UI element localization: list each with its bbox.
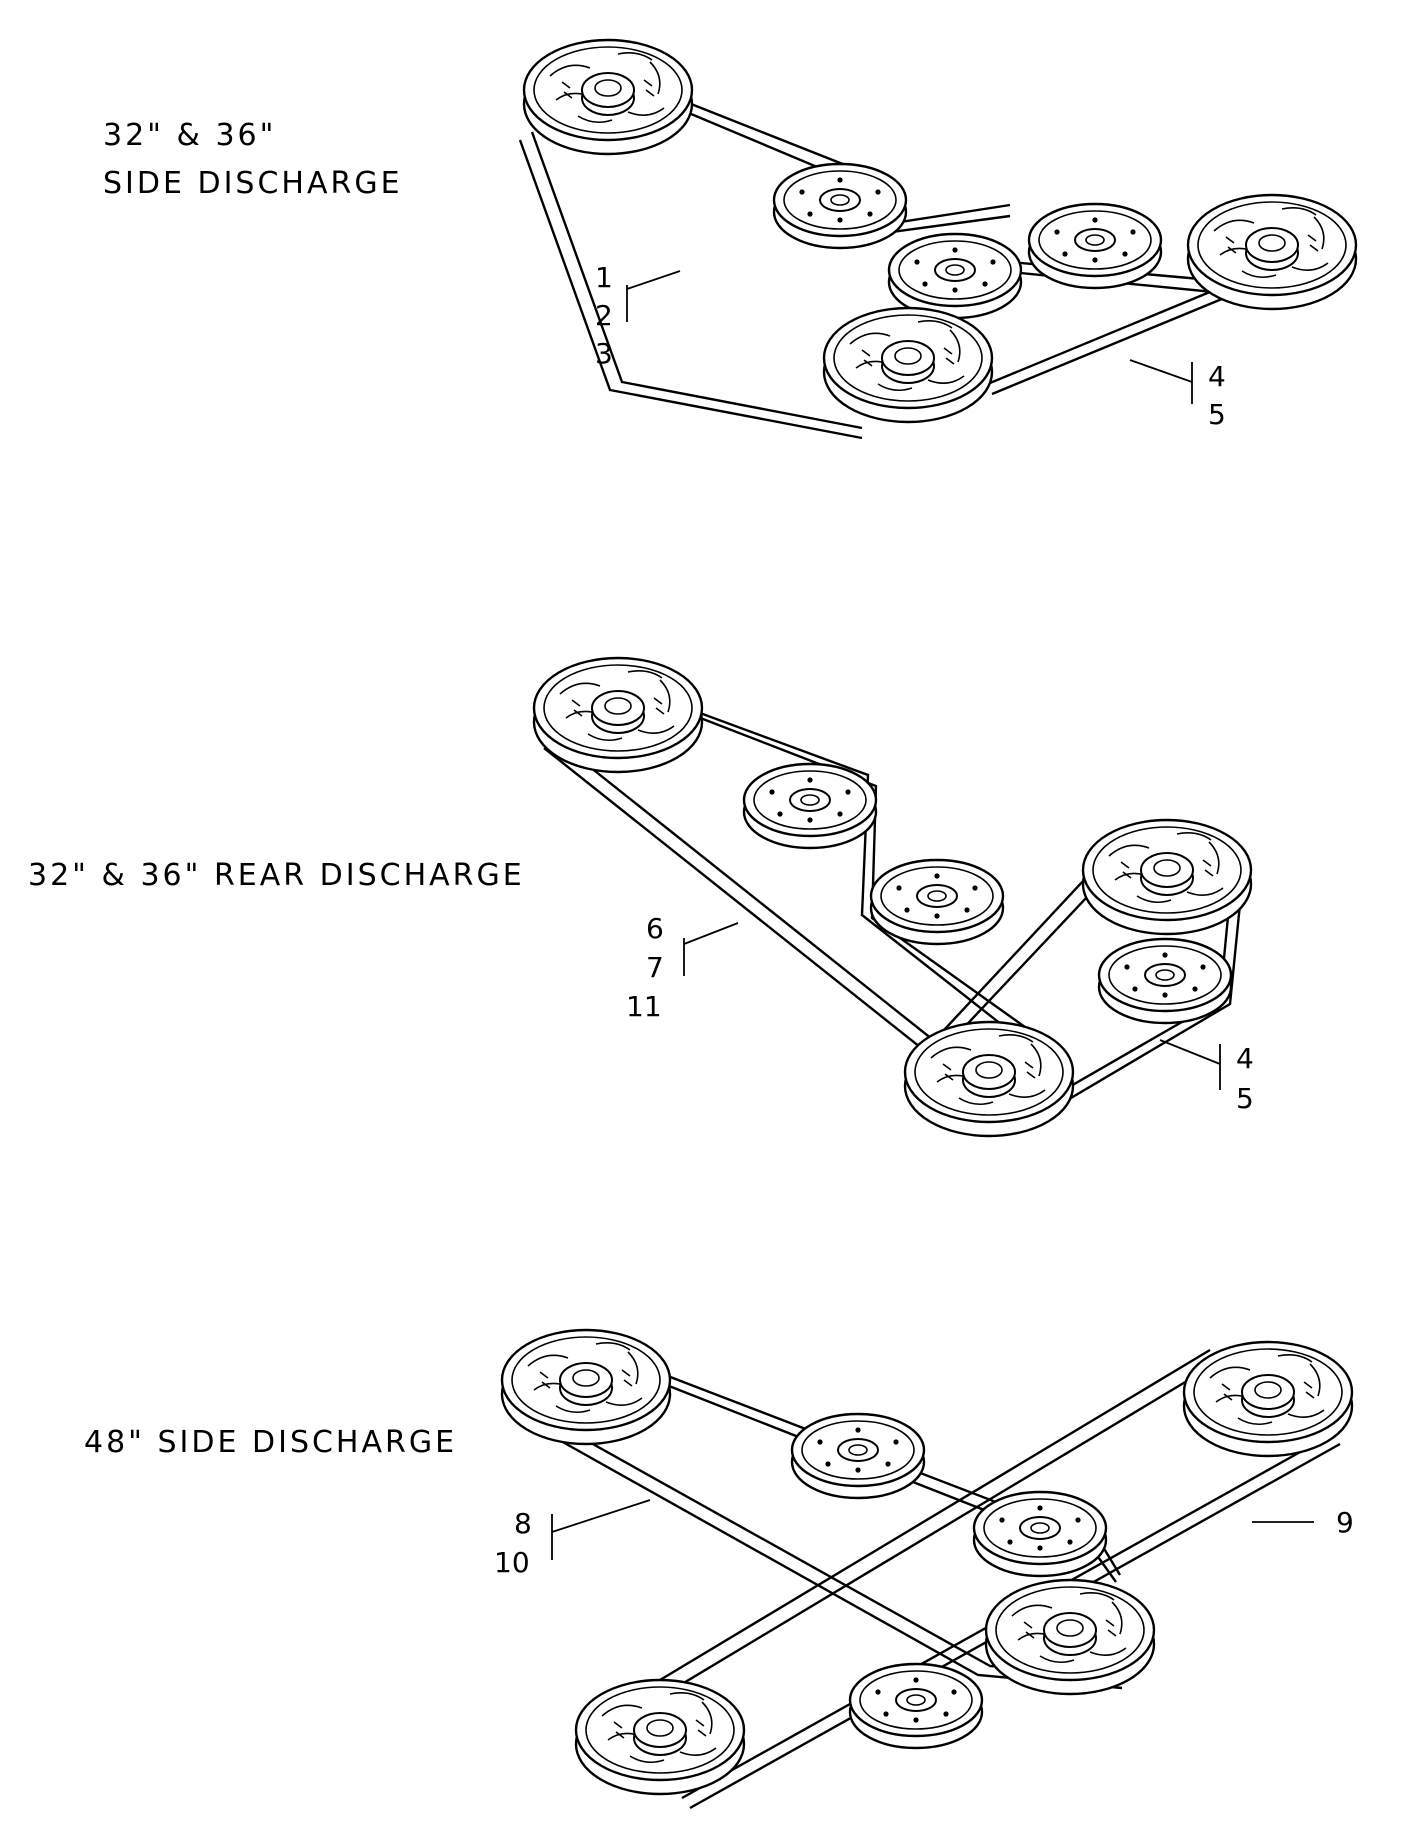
section-32-36-side-discharge: 32" & 36" SIDE DISCHARGE 1 2 3 <box>103 38 1358 440</box>
callout-label: 10 <box>494 1546 530 1579</box>
section-title-line-1: 32" & 36" REAR DISCHARGE <box>28 858 525 893</box>
idler-pulley-icon <box>790 1412 926 1500</box>
idler-pulley-icon <box>1027 202 1163 290</box>
main-drive-belt <box>543 680 1047 1056</box>
section-title-line-1: 32" & 36" <box>103 118 276 153</box>
spindle-pulley-icon <box>500 1328 672 1446</box>
spindle-pulley-icon <box>574 1678 746 1796</box>
callout-label: 6 <box>646 912 664 945</box>
section-title-line-2: SIDE DISCHARGE <box>103 166 403 201</box>
callout-main-belt: 8 10 <box>494 1499 651 1579</box>
spindle-pulley-icon <box>532 656 704 774</box>
callout-label: 2 <box>595 299 613 332</box>
spindle-pulley-icon <box>822 306 994 424</box>
callout-label: 7 <box>646 951 664 984</box>
callout-secondary-belt: 9 <box>1252 1506 1354 1539</box>
callout-label: 4 <box>1208 360 1226 393</box>
spindle-pulley-icon <box>903 1020 1075 1138</box>
callout-secondary-belt: 4 5 <box>1129 359 1226 431</box>
section-32-36-rear-discharge: 32" & 36" REAR DISCHARGE 6 7 11 4 <box>28 656 1254 1138</box>
callout-label: 5 <box>1236 1082 1254 1115</box>
spindle-pulley-icon <box>984 1578 1156 1696</box>
idler-pulley-icon <box>848 1662 984 1750</box>
section-48-side-discharge: 48" SIDE DISCHARGE 8 10 <box>84 1328 1354 1810</box>
idler-pulley-icon <box>742 762 878 850</box>
callout-label: 9 <box>1336 1506 1354 1539</box>
idler-pulley-icon <box>772 162 908 250</box>
idler-pulley-icon <box>972 1490 1108 1578</box>
callout-label: 11 <box>626 990 662 1023</box>
section-title-line-1: 48" SIDE DISCHARGE <box>84 1425 457 1460</box>
callout-label: 4 <box>1236 1042 1254 1075</box>
idler-pulley-icon <box>887 232 1023 320</box>
spindle-pulley-icon <box>1081 818 1253 936</box>
spindle-pulley-icon <box>1182 1340 1354 1458</box>
idler-pulley-icon <box>869 858 1005 946</box>
spindle-pulley-icon <box>1186 193 1358 311</box>
callout-label: 1 <box>595 261 613 294</box>
callout-label: 3 <box>595 337 613 370</box>
idler-pulley-icon <box>1097 937 1233 1025</box>
callout-label: 8 <box>514 1507 532 1540</box>
callout-label: 5 <box>1208 398 1226 431</box>
spindle-pulley-icon <box>522 38 694 156</box>
callout-main-belt: 6 7 11 <box>626 912 739 1023</box>
callout-main-belt: 1 2 3 <box>595 261 681 370</box>
callout-secondary-belt: 4 5 <box>1159 1039 1254 1115</box>
